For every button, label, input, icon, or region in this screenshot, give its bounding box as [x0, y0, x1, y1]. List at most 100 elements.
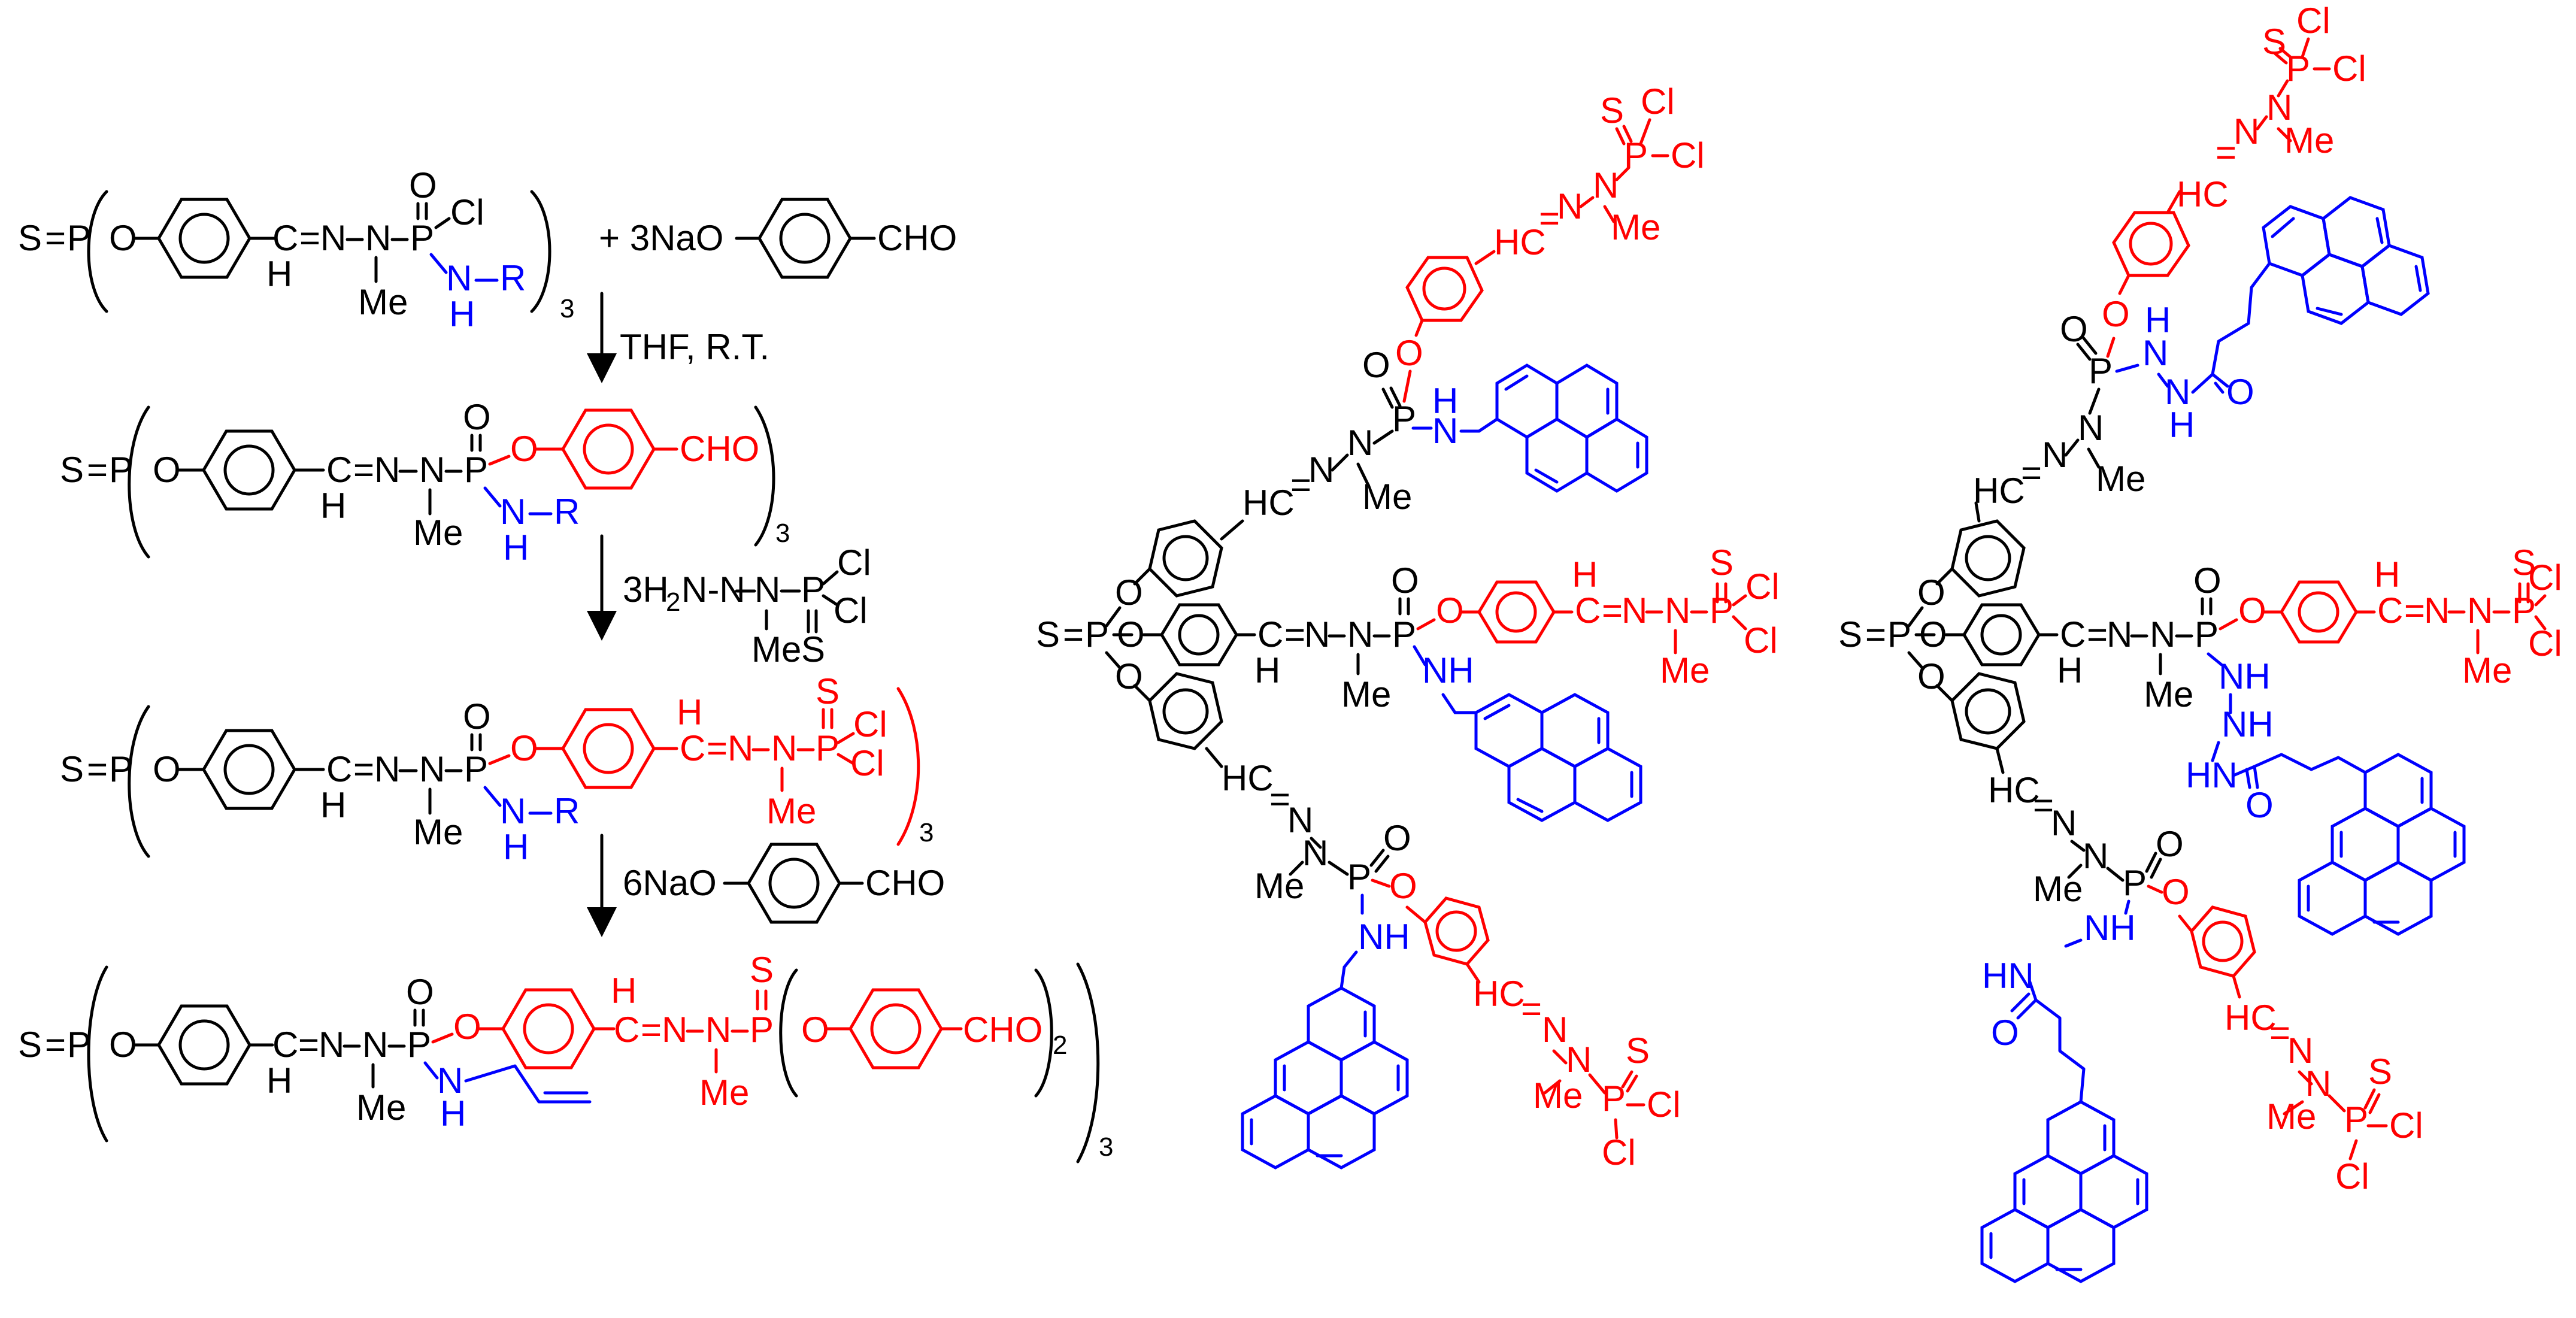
svg-text:S: S [2368, 1052, 2392, 1092]
svg-text:Me: Me [2284, 120, 2334, 160]
svg-text:N: N [419, 749, 445, 789]
svg-text:O: O [510, 429, 538, 469]
svg-text:Me: Me [1341, 674, 1391, 714]
svg-text:HN: HN [2186, 755, 2238, 795]
svg-text:CHO: CHO [963, 1010, 1042, 1050]
svg-text:S: S [1626, 1031, 1650, 1071]
svg-text:N: N [771, 728, 797, 768]
benzene-ring [561, 708, 656, 789]
svg-text:Me: Me [766, 791, 816, 831]
svg-text:HC: HC [1222, 758, 1274, 798]
svg-text:S: S [1600, 90, 1624, 131]
svg-text:C: C [272, 1025, 298, 1065]
svg-text:C: C [326, 450, 352, 490]
open-paren [87, 965, 108, 1143]
svg-text:N: N [728, 728, 753, 768]
svg-text:=: = [87, 450, 108, 490]
benzene-ring [757, 198, 852, 279]
svg-text:=: = [353, 450, 374, 490]
svg-text:R: R [554, 791, 580, 831]
pyrene-ring-system [2262, 196, 2430, 325]
svg-text:S: S [816, 671, 840, 711]
svg-text:N: N [374, 749, 400, 789]
reagent-hydroxybenzaldehyde-salt: 6NaO CHO [623, 843, 945, 924]
open-paren [779, 968, 798, 1098]
svg-text:=: = [2404, 590, 2425, 631]
benzene-ring [1950, 519, 2026, 598]
svg-text:P: P [464, 749, 488, 789]
svg-text:O: O [1991, 1013, 2019, 1053]
svg-text:NH: NH [2219, 656, 2271, 696]
oxygen-label: O [109, 218, 137, 258]
svg-text:N: N [705, 1010, 731, 1050]
svg-text:N: N [2305, 1064, 2331, 1104]
svg-text:S: S [1036, 614, 1060, 655]
svg-text:O: O [463, 696, 491, 737]
svg-text:O: O [1919, 614, 1947, 655]
svg-text:O: O [1389, 866, 1417, 906]
benzene-ring [1962, 603, 2041, 666]
svg-text:HC: HC [1988, 770, 2040, 810]
svg-text:P: P [2123, 863, 2147, 903]
svg-text:O: O [2060, 309, 2088, 349]
svg-text:Me: Me [1254, 866, 1304, 906]
benzene-ring [2280, 580, 2358, 644]
svg-text:C: C [2377, 590, 2403, 631]
svg-text:Me: Me [1611, 207, 1660, 247]
svg-text:P: P [1887, 614, 1911, 655]
svg-text:Cl: Cl [2528, 623, 2562, 663]
benzene-ring [1423, 896, 1490, 966]
svg-text:Me: Me [2462, 650, 2512, 690]
svg-text:=: = [641, 1010, 662, 1050]
svg-text:H: H [1254, 650, 1280, 690]
svg-text:2: 2 [666, 587, 680, 617]
svg-text:=: = [707, 728, 728, 768]
svg-text:N: N [500, 492, 526, 532]
svg-text:N: N [374, 450, 400, 490]
close-paren [1076, 962, 1100, 1164]
svg-text:P: P [801, 569, 825, 610]
svg-text:P: P [2286, 49, 2310, 89]
svg-text:H: H [503, 827, 529, 867]
benzene-ring [157, 1004, 251, 1086]
n-label: N [320, 218, 346, 258]
svg-text:N: N [2233, 111, 2259, 152]
svg-text:Cl: Cl [2332, 49, 2366, 89]
svg-text:C: C [1257, 614, 1283, 655]
svg-text:N: N [754, 569, 780, 610]
svg-text:=: = [2021, 453, 2042, 493]
aldehyde-label: CHO [877, 218, 957, 258]
svg-text:=: = [2269, 1013, 2290, 1053]
svg-text:NH: NH [1422, 650, 1474, 690]
svg-text:Me: Me [2096, 459, 2145, 499]
svg-text:N: N [1542, 1010, 1568, 1050]
svg-text:N-N: N-N [681, 569, 745, 610]
svg-text:C: C [2060, 614, 2086, 655]
svg-text:R: R [554, 492, 580, 532]
svg-text:O: O [2245, 785, 2274, 825]
svg-text:HC: HC [1494, 222, 1546, 262]
svg-text:Cl: Cl [850, 743, 884, 783]
svg-text:Cl: Cl [2389, 1105, 2423, 1146]
svg-text:NH: NH [2084, 908, 2136, 948]
svg-text:P: P [464, 450, 488, 490]
final-product: S = P O C H = N N Me P O O [18, 950, 1113, 1164]
svg-text:C: C [326, 749, 352, 789]
close-paren [1034, 968, 1053, 1098]
open-paren [87, 190, 108, 313]
svg-text:Me: Me [1533, 1075, 1583, 1116]
svg-text:=: = [2087, 614, 2108, 655]
nh-label: N [446, 258, 472, 298]
pyrene-ring-system [1241, 986, 1409, 1169]
svg-text:=: = [45, 1025, 66, 1065]
svg-text:N: N [2083, 836, 2108, 876]
svg-text:N: N [662, 1010, 687, 1050]
svg-text:N: N [2051, 803, 2077, 843]
svg-text:O: O [1117, 614, 1145, 655]
svg-text:=: = [1865, 614, 1886, 655]
svg-text:Cl: Cl [2528, 558, 2562, 598]
svg-text:Cl: Cl [2335, 1156, 2369, 1196]
svg-text:O: O [463, 397, 491, 437]
svg-text:H: H [2145, 300, 2171, 340]
